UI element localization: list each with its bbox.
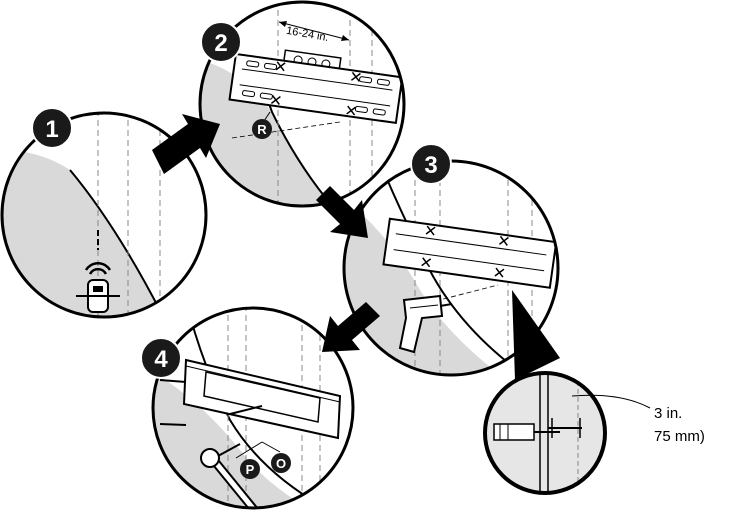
depth-label-line1: 3 in. bbox=[654, 405, 682, 422]
step-4-badge: 4 bbox=[140, 337, 182, 379]
drill-icon bbox=[493, 423, 560, 441]
svg-text:R: R bbox=[257, 122, 267, 137]
step-2-panel: 16-24 in. bbox=[198, 0, 406, 208]
svg-text:P: P bbox=[246, 462, 255, 477]
svg-text:4: 4 bbox=[154, 346, 168, 373]
depth-label-line2: 75 mm) bbox=[654, 428, 705, 445]
lag-bolts bbox=[159, 379, 263, 426]
socket-wrench-icon bbox=[200, 443, 260, 508]
part-r-badge: R bbox=[252, 119, 272, 139]
svg-text:O: O bbox=[276, 456, 286, 471]
svg-text:2: 2 bbox=[214, 30, 227, 57]
step-4-panel bbox=[151, 306, 355, 510]
arrow-icon bbox=[322, 302, 380, 352]
svg-text:1: 1 bbox=[45, 116, 58, 143]
arrow-icon bbox=[316, 186, 368, 238]
stud-finder-icon bbox=[76, 230, 120, 313]
step-1-badge: 1 bbox=[31, 107, 73, 149]
step-2-badge: 2 bbox=[200, 21, 242, 63]
part-o-badge: O bbox=[271, 453, 291, 473]
tv-bracket bbox=[182, 358, 342, 440]
wall-plate bbox=[228, 52, 404, 125]
step-1-panel bbox=[0, 111, 208, 319]
drill-depth-zoom: 3 in. 75 mm) bbox=[483, 290, 705, 495]
part-p-badge: P bbox=[240, 459, 260, 479]
svg-text:3: 3 bbox=[424, 152, 437, 179]
wall-plate bbox=[382, 217, 558, 289]
stud-spacing-dimension bbox=[278, 21, 350, 41]
step-3-badge: 3 bbox=[410, 143, 452, 185]
arrow-icon bbox=[152, 114, 220, 174]
step-3-panel bbox=[342, 159, 560, 377]
drill-icon bbox=[398, 294, 453, 354]
